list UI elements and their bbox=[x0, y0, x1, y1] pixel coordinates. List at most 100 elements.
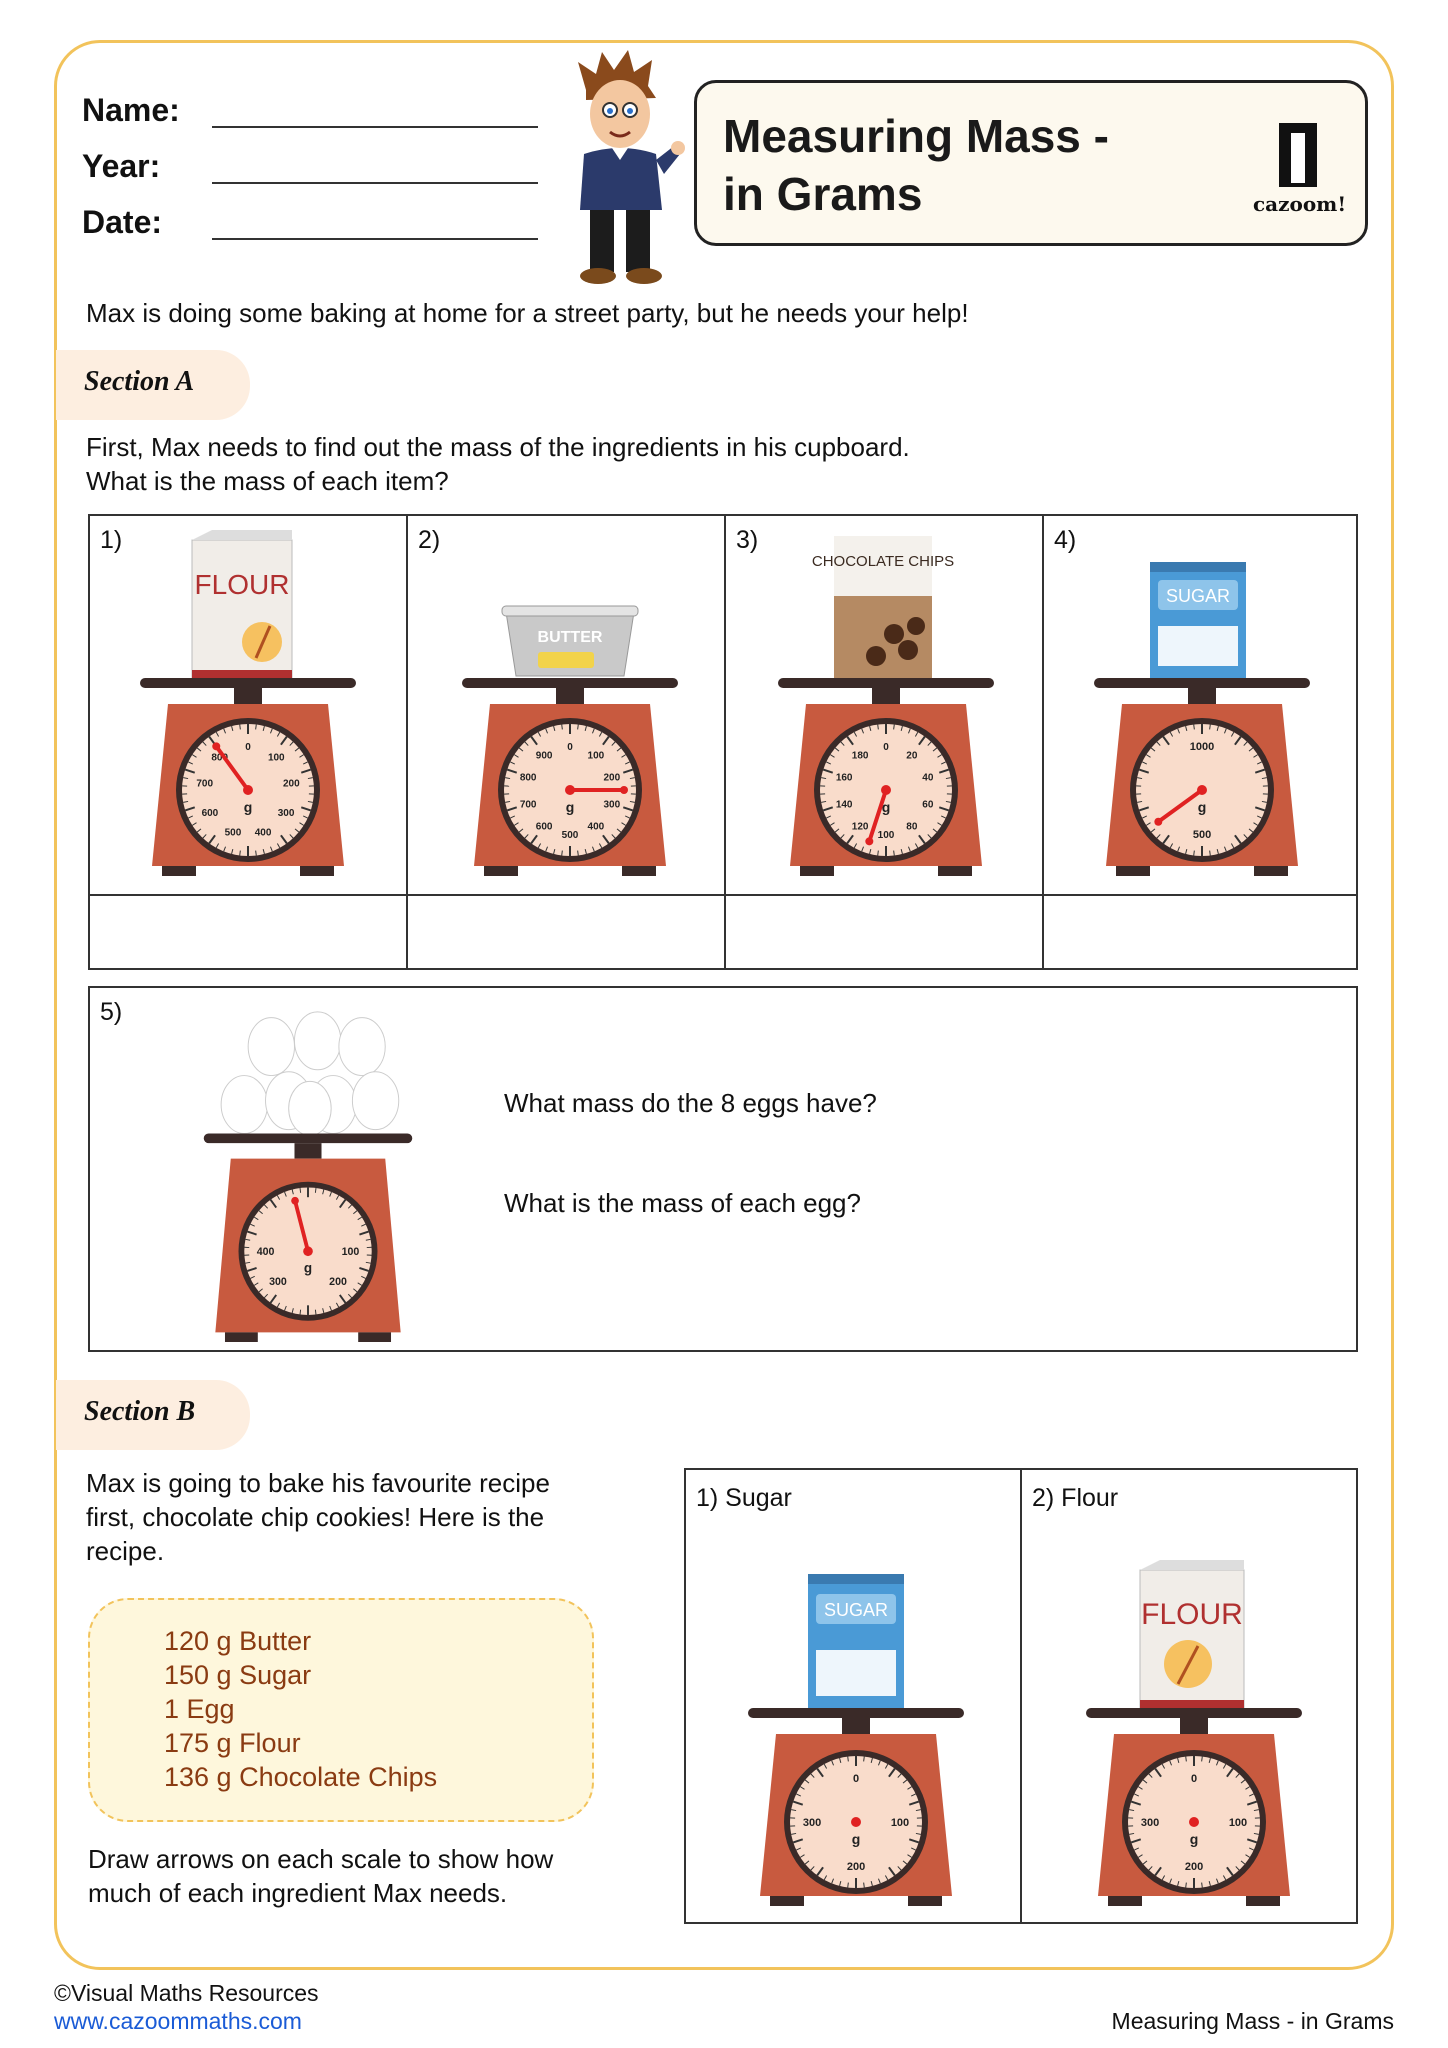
dial-tick bbox=[907, 1786, 912, 1790]
dial-tick bbox=[1223, 846, 1227, 852]
page-frame bbox=[54, 40, 1394, 1970]
dial-tick bbox=[629, 777, 635, 780]
dial-hub bbox=[881, 785, 891, 795]
answer-box-4[interactable] bbox=[1048, 898, 1356, 968]
dial-tick bbox=[1130, 1838, 1142, 1844]
dial-label: 600 bbox=[202, 808, 219, 819]
dial-tick bbox=[269, 1199, 278, 1209]
dial-tick bbox=[347, 1293, 352, 1299]
dial-tick bbox=[250, 1275, 255, 1279]
dial-tick bbox=[624, 761, 630, 765]
dial-tick bbox=[577, 724, 579, 730]
dial-tick bbox=[584, 848, 587, 855]
dial-tick bbox=[1150, 747, 1156, 752]
dial-tick bbox=[335, 1302, 340, 1308]
dial-tick bbox=[940, 761, 946, 765]
dial-tick bbox=[893, 850, 895, 856]
dial-tick bbox=[870, 1880, 873, 1887]
dial-label: 40 bbox=[922, 772, 934, 783]
dial-tick bbox=[823, 1763, 828, 1769]
dial-tick bbox=[1246, 1800, 1258, 1806]
flour-bag-icon: FLOUR bbox=[191, 530, 293, 679]
dial-unit: g bbox=[244, 799, 253, 815]
dial-tick bbox=[338, 1199, 347, 1209]
dial-tick bbox=[621, 822, 626, 826]
answer-box-2[interactable] bbox=[412, 898, 722, 968]
dial-tick bbox=[183, 777, 189, 780]
dial-needle bbox=[1156, 788, 1204, 824]
dial-tick bbox=[1235, 1866, 1240, 1871]
dial-hub bbox=[303, 1246, 313, 1257]
dial-tick bbox=[505, 777, 511, 780]
dial-tick bbox=[253, 1216, 259, 1221]
dial-tick bbox=[1138, 768, 1150, 774]
dial-tick bbox=[945, 777, 951, 780]
dial-tick bbox=[530, 834, 538, 844]
dial-tick bbox=[611, 741, 616, 746]
q1-number: 1) bbox=[100, 526, 123, 554]
worksheet-title: Measuring Mass - in Grams bbox=[723, 110, 1109, 220]
dial-tick bbox=[1208, 1757, 1211, 1764]
dial-tick bbox=[347, 1204, 352, 1209]
dial-tick bbox=[816, 1768, 824, 1778]
dial-tick bbox=[1216, 725, 1219, 732]
date-line[interactable] bbox=[212, 238, 538, 240]
dial-tick bbox=[1193, 850, 1195, 856]
dial-tick bbox=[831, 1760, 835, 1766]
answer-box-1[interactable] bbox=[94, 898, 404, 968]
dial-tick bbox=[359, 1267, 369, 1272]
dial-tick bbox=[584, 725, 587, 732]
dial-tick bbox=[622, 806, 634, 812]
dial-tick bbox=[1138, 806, 1150, 812]
website-link[interactable]: www.cazoommaths.com bbox=[54, 2008, 302, 2034]
dial-tick bbox=[792, 1800, 804, 1806]
dial-tick bbox=[231, 725, 234, 732]
dial-tick bbox=[1222, 1875, 1227, 1881]
dial-tick bbox=[314, 1187, 317, 1193]
dial-tick bbox=[830, 754, 835, 758]
dial-tick bbox=[322, 1189, 325, 1195]
dial-tick bbox=[616, 747, 622, 752]
dial-tick bbox=[839, 1757, 842, 1764]
dial-tick bbox=[945, 800, 951, 803]
dial-tick bbox=[215, 731, 220, 737]
dial-label: 200 bbox=[604, 772, 621, 783]
dial-tick bbox=[245, 1238, 251, 1241]
dial-tick bbox=[329, 1191, 332, 1197]
dial-tick bbox=[932, 747, 938, 752]
dial-tick bbox=[518, 747, 524, 752]
q5-question-2: What is the mass of each egg? bbox=[504, 1188, 861, 1218]
dial-tick bbox=[1142, 815, 1148, 819]
dial-tick bbox=[1215, 1878, 1219, 1884]
dial-tick bbox=[530, 736, 538, 746]
dial-tick bbox=[276, 843, 281, 849]
dial-tick bbox=[840, 741, 845, 746]
dial-tick bbox=[510, 761, 516, 765]
dial-tick bbox=[1193, 724, 1195, 730]
dial-tick bbox=[192, 822, 197, 826]
dial-tick bbox=[247, 1230, 257, 1236]
dial-tick bbox=[1138, 1786, 1143, 1790]
dial-tick bbox=[302, 761, 308, 765]
dial-unit: g bbox=[882, 799, 891, 815]
answer-box-3[interactable] bbox=[730, 898, 1040, 968]
name-line[interactable] bbox=[212, 126, 538, 128]
needle-tip bbox=[212, 742, 221, 751]
dial-tick bbox=[1169, 1760, 1173, 1766]
q3-number: 3) bbox=[736, 526, 759, 554]
dial-label: 300 bbox=[1141, 1817, 1159, 1829]
dial-tick bbox=[1138, 1854, 1143, 1858]
dial-tick bbox=[1177, 846, 1181, 852]
dial-label: 300 bbox=[278, 808, 295, 819]
dial-tick bbox=[907, 846, 911, 852]
dial-needle bbox=[293, 1198, 310, 1254]
dial-tick bbox=[1185, 1882, 1187, 1888]
dial-tick bbox=[545, 846, 549, 852]
year-line[interactable] bbox=[212, 182, 538, 184]
section-b-text-1: Max is going to bake his favourite recip… bbox=[86, 1468, 550, 1498]
recipe-item: 175 g Flour bbox=[164, 1728, 301, 1758]
dial-tick bbox=[910, 1847, 916, 1851]
dial-tick bbox=[816, 1866, 824, 1876]
